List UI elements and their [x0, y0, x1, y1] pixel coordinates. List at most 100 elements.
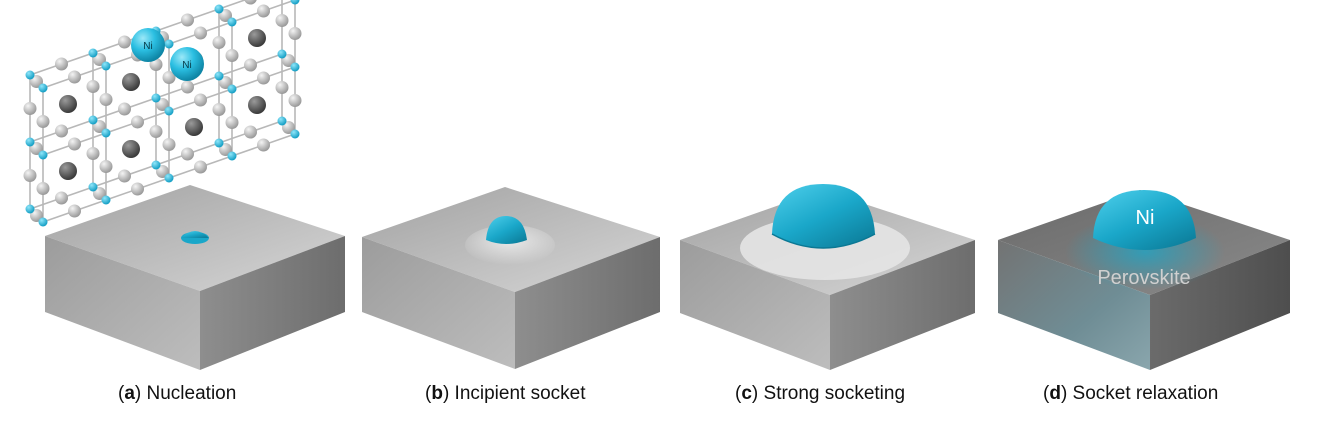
oxygen-atom — [23, 169, 37, 182]
oxygen-atom — [219, 9, 232, 22]
b-site-atom — [214, 4, 224, 14]
ni-atom-1: Ni — [131, 28, 165, 62]
ni-atom-2: Ni — [170, 47, 204, 81]
oxygen-atom — [30, 142, 43, 155]
oxygen-atom — [181, 13, 194, 27]
oxygen-atom — [181, 80, 194, 94]
b-site-atom — [290, 0, 300, 5]
b-site-atom — [88, 182, 98, 192]
b-site-atom — [101, 128, 111, 138]
oxygen-atom — [288, 94, 302, 107]
a-site-atom — [185, 118, 203, 136]
oxygen-atom — [118, 169, 131, 183]
oxygen-atom — [162, 71, 176, 84]
panel-d-slab: Ni Perovskite — [998, 190, 1290, 370]
a-site-atom — [59, 162, 77, 180]
oxygen-atom — [212, 103, 226, 116]
panel-b-slab — [362, 187, 660, 369]
a-site-atom — [248, 29, 266, 47]
oxygen-atom — [156, 165, 169, 178]
panel-c-slab — [680, 184, 975, 370]
b-site-atom — [214, 138, 224, 148]
oxygen-atom — [55, 57, 68, 71]
oxygen-atom — [68, 70, 81, 84]
oxygen-atom — [30, 209, 43, 222]
panel-a-slab — [45, 185, 345, 370]
perovskite-label: Perovskite — [1097, 267, 1190, 289]
oxygen-atom — [156, 98, 169, 111]
oxygen-atom — [93, 53, 106, 66]
oxygen-atom — [257, 138, 270, 152]
b-site-atom — [101, 61, 111, 71]
oxygen-atom — [219, 143, 232, 156]
oxygen-atom — [181, 147, 194, 161]
b-site-atom — [25, 137, 35, 147]
a-site-atom — [248, 96, 266, 114]
ni-atom-1-label: Ni — [143, 41, 152, 52]
oxygen-atom — [244, 125, 257, 139]
oxygen-atom — [275, 81, 289, 94]
a-site-atom — [122, 73, 140, 91]
oxygen-atom — [257, 4, 270, 18]
oxygen-atom — [36, 182, 50, 195]
b-site-atom — [277, 49, 287, 59]
b-site-atom — [290, 62, 300, 72]
oxygen-atom — [244, 0, 257, 5]
oxygen-atom — [23, 102, 37, 115]
b-site-atom — [38, 217, 48, 227]
oxygen-atom — [68, 137, 81, 151]
ni-particle-label: Ni — [1136, 207, 1155, 229]
a-site-atom — [122, 140, 140, 158]
b-site-atom — [227, 17, 237, 27]
b-site-atom — [214, 71, 224, 81]
caption-b: (b) Incipient socket — [425, 383, 586, 404]
b-site-atom — [164, 173, 174, 183]
b-site-atom — [151, 160, 161, 170]
oxygen-atom — [86, 147, 100, 160]
b-site-atom — [164, 106, 174, 116]
oxygen-atom — [288, 27, 302, 40]
b-site-atom — [101, 195, 111, 205]
oxygen-atom — [55, 191, 68, 205]
b-site-atom — [38, 150, 48, 160]
oxygen-atom — [219, 76, 232, 89]
oxygen-atom — [118, 102, 131, 116]
a-site-atom — [59, 95, 77, 113]
oxygen-atom — [99, 160, 113, 173]
b-site-atom — [38, 83, 48, 93]
oxygen-atom — [68, 204, 81, 218]
ni-incipient-particle — [486, 216, 527, 244]
oxygen-atom — [194, 26, 207, 40]
b-site-atom — [25, 70, 35, 80]
oxygen-atom — [118, 35, 131, 49]
b-site-atom — [227, 151, 237, 161]
b-site-atom — [164, 39, 174, 49]
caption-a: (a) Nucleation — [118, 383, 237, 404]
oxygen-atom — [131, 115, 144, 129]
caption-c: (c) Strong socketing — [735, 383, 906, 404]
oxygen-atom — [225, 49, 239, 62]
oxygen-atom — [194, 160, 207, 174]
oxygen-atom — [162, 138, 176, 151]
ni-atom-2-label: Ni — [182, 60, 191, 71]
oxygen-atom — [212, 36, 226, 49]
oxygen-atom — [275, 14, 289, 27]
b-site-atom — [151, 93, 161, 103]
oxygen-atom — [30, 75, 43, 88]
ni-socketed-particle — [772, 184, 875, 248]
b-site-atom — [290, 129, 300, 139]
oxygen-atom — [282, 121, 295, 134]
caption-d: (d) Socket relaxation — [1043, 383, 1219, 404]
oxygen-atom — [282, 54, 295, 67]
oxygen-atom — [36, 115, 50, 128]
oxygen-atom — [93, 120, 106, 133]
b-site-atom — [88, 48, 98, 58]
oxygen-atom — [93, 187, 106, 200]
oxygen-atom — [257, 71, 270, 85]
b-site-atom — [227, 84, 237, 94]
b-site-atom — [277, 116, 287, 126]
oxygen-atom — [194, 93, 207, 107]
b-site-atom — [88, 115, 98, 125]
perovskite-lattice — [23, 0, 302, 227]
